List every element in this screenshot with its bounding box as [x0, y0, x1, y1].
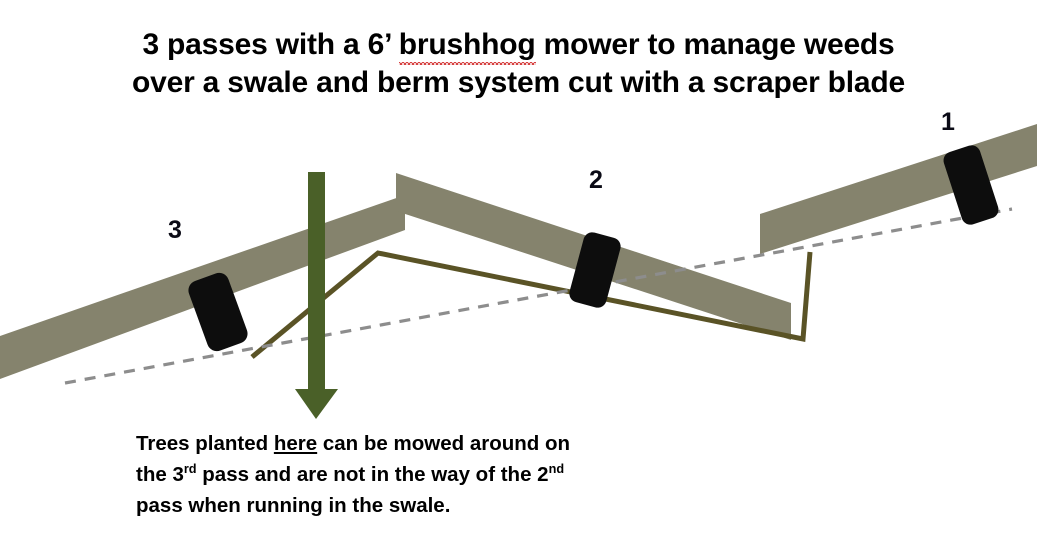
caption-line-2: the 3rd pass and are not in the way of t… — [136, 459, 696, 490]
title-line-1-prefix: 3 passes with a 6’ — [142, 28, 399, 61]
mow-band-pass-1 — [760, 124, 1037, 254]
pass-label-3: 3 — [168, 216, 182, 244]
title-line-1: 3 passes with a 6’ brushhog mower to man… — [0, 26, 1037, 66]
caption-line-1-suffix: can be mowed around on — [317, 432, 571, 455]
caption-line-2-prefix: the 3 — [136, 463, 184, 487]
title-line-2: over a swale and berm system cut with a … — [131, 66, 906, 100]
caption-ordinal-rd: rd — [183, 461, 197, 477]
caption-line-1-prefix: Trees planted — [136, 432, 274, 455]
planting-location-arrow — [295, 172, 338, 419]
original-grade-dashed-line — [64, 207, 1013, 385]
caption-here-underlined: here — [273, 432, 318, 455]
title-misspelled-word: brushhog — [398, 26, 536, 66]
mower-pass-2 — [569, 232, 621, 308]
planting-arrow-shaft — [308, 172, 325, 391]
planting-arrow-head — [295, 389, 338, 419]
caption-text: Trees planted here can be mowed around o… — [136, 428, 696, 521]
mower-pass-3 — [188, 272, 248, 352]
mower-pass-1 — [943, 145, 999, 225]
caption-line-1: Trees planted here can be mowed around o… — [136, 428, 696, 459]
caption-line-2-mid: pass and are not in the way of the 2 — [196, 463, 549, 487]
pass-label-1: 1 — [941, 108, 955, 136]
slide-title: 3 passes with a 6’ brushhog mower to man… — [0, 26, 1037, 103]
title-line-1-suffix: mower to manage weeds — [535, 28, 895, 61]
pass-label-2: 2 — [589, 166, 603, 194]
caption-ordinal-nd: nd — [548, 461, 565, 477]
caption-line-3: pass when running in the swale. — [136, 494, 451, 518]
